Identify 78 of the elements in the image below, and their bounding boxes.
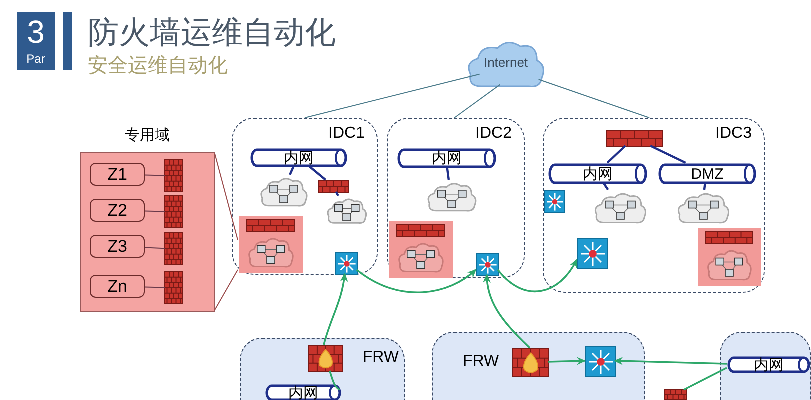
zone-box: [90, 199, 145, 222]
secure-zone-box: [239, 216, 303, 273]
network-cloud: [676, 191, 731, 225]
link-line: [329, 370, 340, 391]
network-cloud: [326, 197, 368, 225]
link-line: [144, 174, 166, 176]
switch-icon: [336, 253, 358, 275]
firewall-icon: [165, 272, 183, 304]
site-box: [240, 338, 405, 400]
network-label: 内网: [583, 164, 613, 184]
switch-icon: [545, 191, 565, 213]
link-line: [335, 191, 340, 197]
firewall-icon: [607, 131, 663, 147]
firewall-icon: [665, 390, 687, 400]
link-line: [650, 145, 686, 164]
datacenter-box: [232, 118, 378, 275]
firewall-icon: [463, 349, 549, 377]
arrow: [614, 357, 728, 366]
arrow: [483, 274, 531, 349]
link-line: [446, 166, 450, 180]
arrow: [356, 269, 477, 294]
network-label: DMZ: [691, 166, 724, 182]
section-number: 3: [26, 14, 46, 51]
zone-label: Z2: [108, 200, 128, 220]
link-line: [684, 367, 728, 391]
datacenter-box: [387, 118, 525, 278]
subtitle: 安全运维自动化: [88, 54, 228, 79]
firewall-label: FRW: [463, 353, 500, 371]
datacenter-label: IDC2: [476, 125, 512, 143]
link-line: [703, 182, 706, 190]
network-label: 内网: [288, 384, 318, 400]
secure-zone-box: [389, 221, 453, 278]
firewall-icon: [319, 181, 349, 193]
cloud-label: Internet: [482, 55, 530, 70]
zone-label: Z1: [108, 164, 128, 184]
network-label: 内网: [432, 149, 462, 168]
link-line: [144, 210, 166, 212]
firewall-label: FRW: [362, 349, 399, 367]
title: 防火墙运维自动化: [88, 14, 336, 52]
switch-icon: [578, 239, 608, 269]
datacenter-box: [543, 118, 765, 293]
site-box: [432, 332, 645, 400]
switch-icon: [477, 254, 499, 276]
firewall-icon: [165, 196, 183, 228]
network-cloud: [593, 191, 648, 225]
arrow: [323, 273, 348, 346]
link-line: [144, 286, 166, 288]
arrow: [497, 259, 578, 293]
network-cloud: [259, 176, 309, 208]
link-line: [289, 166, 296, 176]
leader-line: [214, 153, 238, 241]
switch-icon: [586, 347, 616, 377]
link-line: [144, 247, 166, 250]
section-tag: Par: [17, 52, 55, 66]
network-label: 内网: [754, 356, 784, 374]
zone-box: [90, 163, 145, 186]
network-label: 内网: [284, 148, 314, 168]
firewall-icon: [165, 160, 183, 192]
datacenter-label: IDC3: [716, 125, 752, 143]
zone-box: [90, 275, 145, 298]
zone-box: [90, 235, 145, 258]
zone-label: Z3: [108, 236, 128, 256]
arrow: [548, 357, 586, 366]
site-box: [720, 332, 811, 400]
link-line: [308, 165, 326, 181]
zone-label: Zn: [108, 276, 128, 296]
link-line: [304, 74, 480, 118]
secure-zone-box: [698, 228, 761, 286]
link-line: [606, 145, 626, 164]
firewall-icon: [165, 233, 183, 265]
panel-heading: 专用域: [124, 126, 171, 145]
leader-line: [214, 270, 238, 311]
link-line: [538, 79, 650, 118]
firewall-icon: [309, 346, 399, 372]
link-line: [454, 84, 501, 118]
network-cloud: [426, 181, 478, 213]
link-line: [602, 182, 610, 191]
datacenter-label: IDC1: [328, 125, 365, 143]
